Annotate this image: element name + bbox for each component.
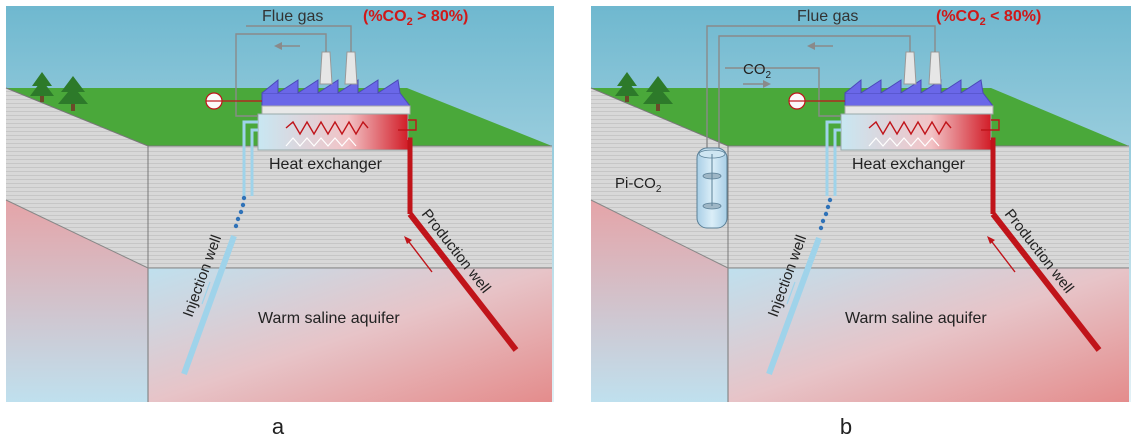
pico2-tank [696,147,728,229]
heat-exchanger-label: Heat exchanger [852,156,966,173]
chimney-1 [319,51,333,85]
chimney-1 [903,51,917,85]
power-plant [844,51,995,115]
flue-gas-pipe-2 [246,25,352,52]
injection-pipe-top-2 [833,128,841,196]
aquifer-front [728,268,1129,402]
production-well-pipe [990,212,1102,352]
flue-gas-arrow-icon [274,42,300,50]
panel-letter-b: b [839,414,853,439]
heat-exchanger-coil [868,120,952,136]
aquifer-side [6,200,148,402]
heat-exchanger-label: Heat exchanger [269,156,383,173]
flue-gas-pipe-2 [718,35,911,148]
pump-icon [205,92,223,110]
tree-icon [30,72,88,111]
chimney-2 [928,51,942,85]
flue-gas-label: Flue gas [797,8,858,25]
co2-bubbles [233,195,247,229]
co2-arrow-icon [743,80,771,88]
panel-b: Flue gas (%CO2 < 80%) CO2 Pi-CO2 Heat ex… [573,0,1133,443]
production-well-pipe [407,212,519,352]
rock-front [728,146,1129,268]
aquifer-label: Warm saline aquifer [845,310,987,327]
diagram-a: Flue gas (%CO2 > 80%) Heat exchanger Inj… [5,6,554,402]
flue-gas-label: Flue gas [262,8,323,25]
heat-exchanger-coil [285,120,369,136]
pump-icon [788,92,806,110]
heat-exchanger-coil-cold [285,137,357,147]
production-pipe-top [981,119,1000,131]
production-arrow-icon [404,236,433,273]
heat-exchanger-block [840,113,992,151]
production-arrow-icon [987,236,1016,273]
production-pipe-top [398,119,417,131]
power-plant [261,51,412,115]
injection-pipe-top-2 [250,128,258,196]
co2-label: CO2 [743,61,772,81]
co2-condition-label: (%CO2 > 80%) [363,8,468,28]
pico2-label: Pi-CO2 [615,175,662,195]
flue-gas-arrow-icon [807,42,833,50]
chimney-2 [344,51,358,85]
co2-bubbles [818,197,833,231]
flue-gas-pipe [706,25,936,148]
flue-gas-pipe [235,33,327,117]
panel-a: Flue gas (%CO2 > 80%) Heat exchanger Inj… [0,0,560,443]
rock-front [148,146,552,268]
injection-well-pipe [181,234,237,376]
panel-letter-a: a [271,414,285,439]
diagram-b: Flue gas (%CO2 < 80%) CO2 Pi-CO2 Heat ex… [590,6,1131,402]
injection-arrow-icon [786,281,796,305]
injection-pipe-top [825,120,841,196]
co2-return-pipe [725,67,841,117]
tree-icon [615,72,673,111]
injection-pipe-top [242,120,258,196]
aquifer-label: Warm saline aquifer [258,310,400,327]
layer-boundary [590,199,729,269]
heat-exchanger-block [257,113,409,151]
aquifer-side [591,200,728,402]
co2-condition-label: (%CO2 < 80%) [936,8,1041,28]
rock-side [6,88,148,268]
layer-boundary [5,199,149,269]
rock-side [591,88,728,268]
aquifer-front [148,268,552,402]
heat-exchanger-coil-cold [868,137,940,147]
production-pipe-top-2 [990,137,996,214]
injection-arrow-icon [201,281,211,305]
production-pipe-top-2 [407,137,413,214]
injection-well-pipe [766,236,822,376]
